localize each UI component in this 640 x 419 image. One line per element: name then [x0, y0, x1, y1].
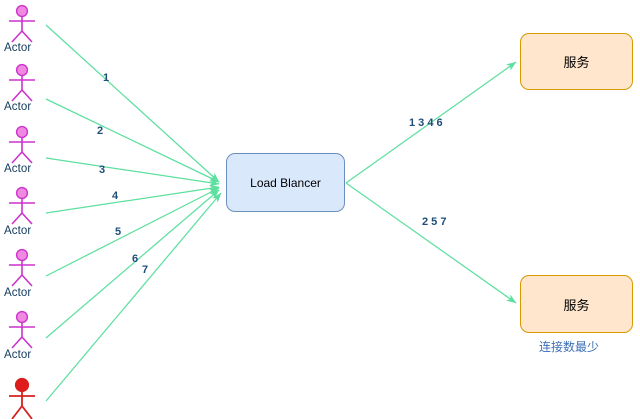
response-edge-bottom — [345, 182, 517, 304]
actor-figure-5 — [9, 248, 35, 287]
request-edge-4 — [45, 184, 220, 214]
load-balancer-label: Load Blancer — [250, 175, 321, 190]
actor-figure-2 — [9, 63, 35, 102]
request-edge-label-4: 4 — [112, 190, 119, 202]
response-edge-group — [345, 61, 517, 304]
service-node-top[interactable]: 服务 — [520, 33, 633, 90]
service-node-bottom[interactable]: 服务 — [520, 275, 633, 333]
response-edge-top — [345, 61, 517, 184]
actor-label-6: Actor — [4, 349, 32, 361]
request-edge-3 — [45, 157, 220, 187]
actor-label-4: Actor — [4, 225, 32, 237]
actors-layer — [9, 4, 35, 419]
load-balancer-node[interactable]: Load Blancer — [226, 153, 345, 212]
request-edge-2 — [45, 98, 220, 183]
actor-figure-1 — [9, 4, 35, 43]
request-edge-7 — [45, 192, 222, 402]
request-edge-label-3: 3 — [99, 164, 106, 176]
request-edge-label-6: 6 — [132, 253, 139, 265]
request-edge-group — [45, 24, 222, 402]
actor-label-5: Actor — [4, 287, 32, 299]
actor-figure-6 — [9, 310, 35, 349]
actor-label-1: Actor — [4, 42, 32, 54]
request-edge-6 — [45, 189, 220, 339]
request-edge-label-2: 2 — [97, 125, 104, 137]
request-edge-label-7: 7 — [142, 264, 149, 276]
actor-figure-7-highlighted — [9, 377, 35, 419]
actor-label-2: Actor — [4, 101, 32, 113]
actor-figure-4 — [9, 186, 35, 225]
request-edge-1 — [45, 24, 220, 183]
actor-figure-3 — [9, 125, 35, 164]
least-connections-caption: 连接数最少 — [539, 340, 600, 354]
service-bottom-label: 服务 — [563, 297, 590, 313]
response-edge-label-top: 1 3 4 6 — [409, 117, 443, 129]
actor-label-3: Actor — [4, 163, 32, 175]
request-edge-5 — [45, 187, 220, 277]
service-top-label: 服务 — [563, 55, 590, 70]
request-edge-label-5: 5 — [115, 226, 122, 238]
request-edge-label-1: 1 — [103, 72, 110, 84]
response-edge-label-bottom: 2 5 7 — [422, 216, 447, 228]
